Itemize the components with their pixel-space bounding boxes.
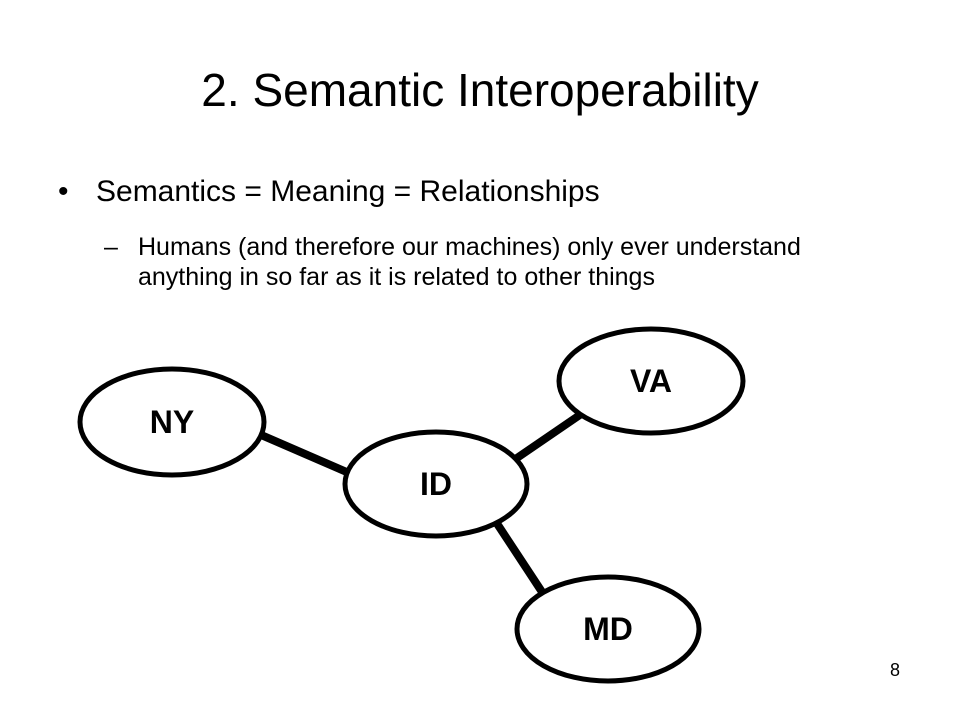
slide-title: 2. Semantic Interoperability [201, 64, 759, 116]
bullet-marker: • [58, 175, 69, 208]
node-va: VA [556, 326, 746, 436]
node-id-label: ID [420, 466, 452, 502]
page-number: 8 [889, 660, 900, 680]
sub-bullet-text: Humans (and therefore our machines) only… [138, 233, 801, 291]
node-id: ID [342, 429, 530, 539]
bullet-text: Semantics = Meaning = Relationships [96, 175, 600, 208]
edge-id-va [511, 404, 593, 464]
node-ny: NY [77, 366, 267, 478]
node-md: MD [514, 574, 702, 684]
node-va-label: VA [630, 363, 672, 399]
edge-id-md [492, 519, 550, 601]
sub-bullet-marker: – [104, 233, 118, 261]
node-ny-label: NY [150, 404, 194, 440]
node-md-label: MD [583, 611, 633, 647]
